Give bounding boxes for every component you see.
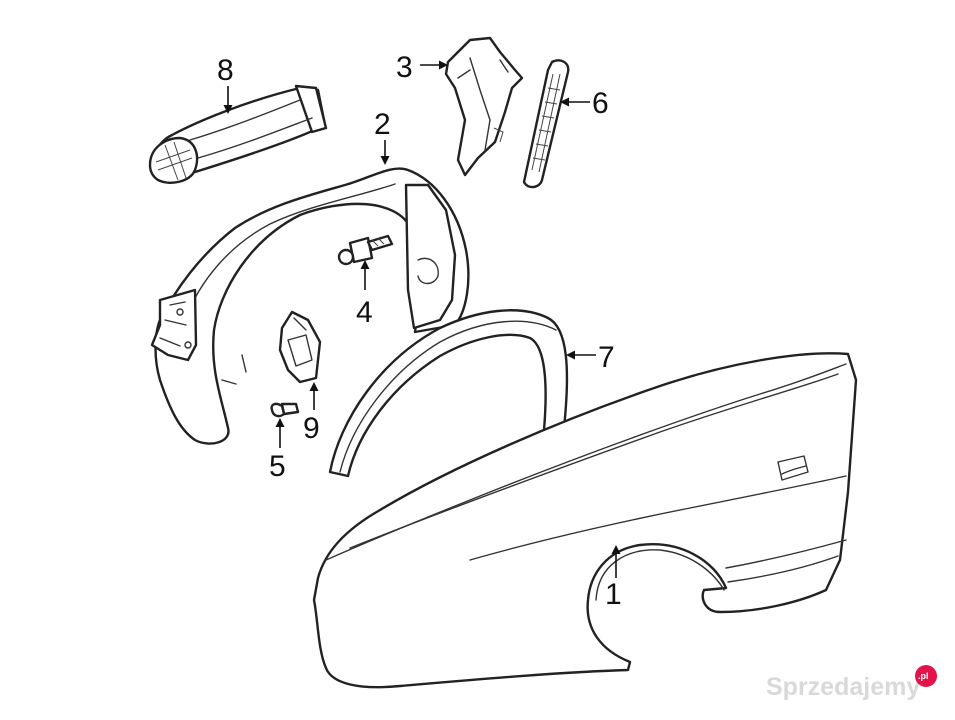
leader-lines [223,60,621,578]
callout-8: 8 [217,54,234,87]
callout-4: 4 [356,296,373,329]
part-clip [337,234,394,266]
part-bracket [444,36,524,177]
callout-labels: 1 2 3 4 5 6 7 8 9 [217,51,622,611]
part-fender-liner [150,167,470,445]
callout-3: 3 [396,51,413,84]
part-air-duct [148,84,328,184]
part-outer-fender [312,352,858,689]
part-vent-strip [522,59,570,189]
watermark-badge-text: .pl [918,671,929,681]
watermark-text: Sprzedajemy [766,673,920,701]
watermark: Sprzedajemy .pl [766,665,937,701]
callout-2: 2 [374,108,391,141]
watermark-badge-icon [915,665,937,687]
callout-5: 5 [269,450,286,483]
part-screw [270,402,300,418]
callout-9: 9 [303,412,320,445]
callout-7: 7 [598,341,615,374]
part-mount-block [278,310,322,384]
callout-1: 1 [605,578,622,611]
callout-6: 6 [592,87,609,120]
